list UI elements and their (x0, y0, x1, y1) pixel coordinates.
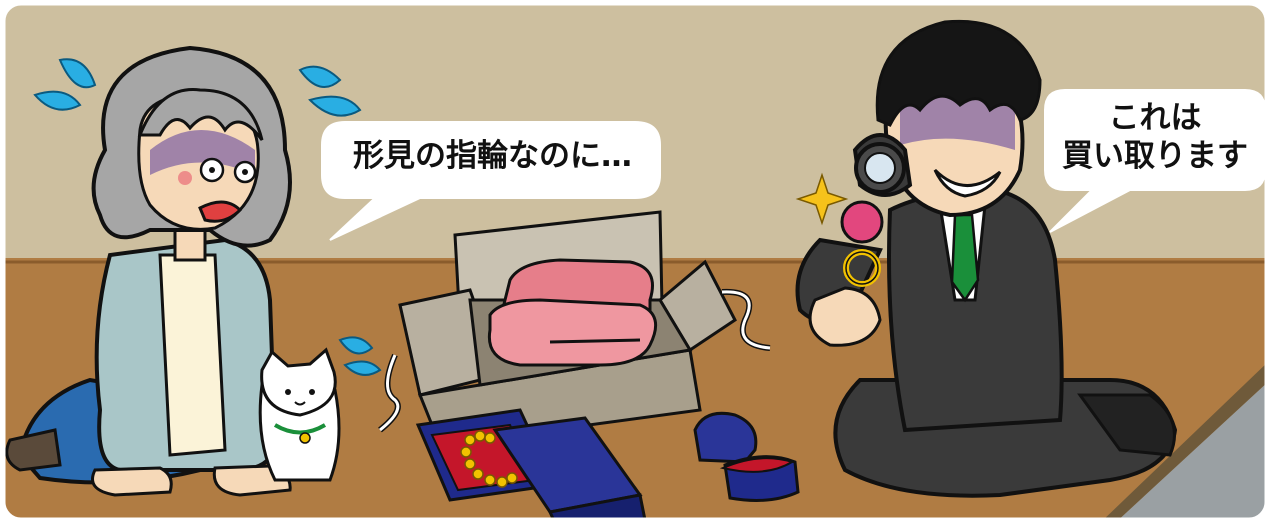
speech-bubble-buyer (1044, 89, 1266, 233)
speech-bubble-woman (321, 121, 661, 241)
buyer-speech-line-2: 買い取ります (1062, 138, 1248, 174)
cat (258, 336, 382, 482)
jewelry-boxes (415, 408, 800, 520)
woman-speech-text: 形見の指輪なのに… (353, 138, 632, 174)
buyer-speech-line-1: これは (1108, 100, 1202, 136)
elderly-woman (5, 45, 362, 497)
suited-man (795, 19, 1178, 498)
